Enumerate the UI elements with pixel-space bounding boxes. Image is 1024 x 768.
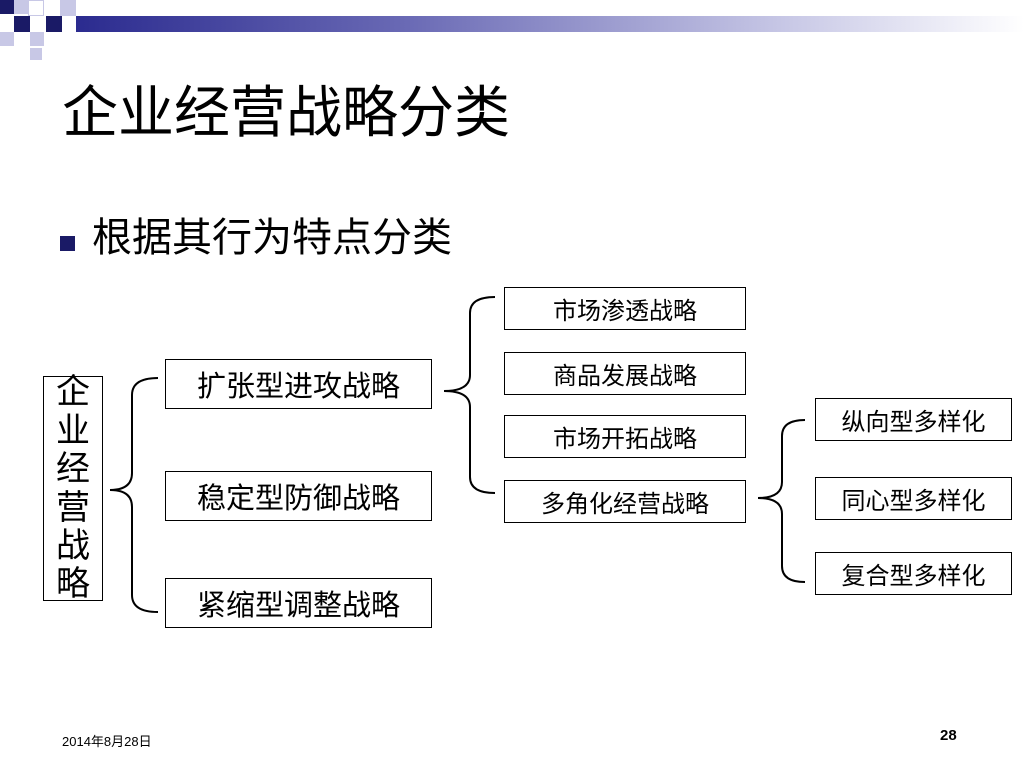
slide-title: 企业经营战略分类 (62, 81, 510, 146)
root-brace (109, 377, 159, 613)
node-market-development: 市场开拓战略 (504, 415, 746, 458)
root-char: 战 (56, 525, 90, 566)
bullet-square-icon (60, 236, 75, 251)
root-char: 营 (56, 487, 90, 528)
decorative-square (30, 48, 42, 60)
node-conglomerate-diversification: 复合型多样化 (815, 552, 1012, 595)
decorative-square (30, 32, 44, 46)
node-market-penetration: 市场渗透战略 (504, 287, 746, 330)
node-concentric-diversification: 同心型多样化 (815, 477, 1012, 520)
header-gradient-bar (76, 16, 1024, 32)
decorative-square (60, 0, 76, 16)
root-node-enterprise-strategy: 企 业 经 营 战 略 (43, 372, 103, 605)
node-expansion-strategy: 扩张型进攻战略 (165, 359, 432, 409)
node-product-development: 商品发展战略 (504, 352, 746, 395)
root-char: 企 (56, 372, 90, 413)
root-char: 经 (56, 449, 90, 490)
root-char: 略 (56, 564, 90, 605)
decorative-square (14, 16, 30, 32)
root-char: 业 (56, 410, 90, 451)
node-vertical-diversification: 纵向型多样化 (815, 398, 1012, 441)
footer-date: 2014年8月28日 (62, 734, 152, 749)
decorative-square (0, 32, 14, 46)
decorative-square (46, 16, 62, 32)
decorative-square (28, 0, 44, 16)
page-number: 28 (940, 727, 957, 744)
node-retrenchment-strategy: 紧缩型调整战略 (165, 578, 432, 628)
bullet-text: 根据其行为特点分类 (92, 215, 452, 261)
diversification-brace (757, 419, 806, 583)
expansion-brace (443, 296, 496, 494)
node-diversification: 多角化经营战略 (504, 480, 746, 523)
decorative-square (14, 0, 28, 14)
node-stability-strategy: 稳定型防御战略 (165, 471, 432, 521)
decorative-square (0, 0, 14, 14)
